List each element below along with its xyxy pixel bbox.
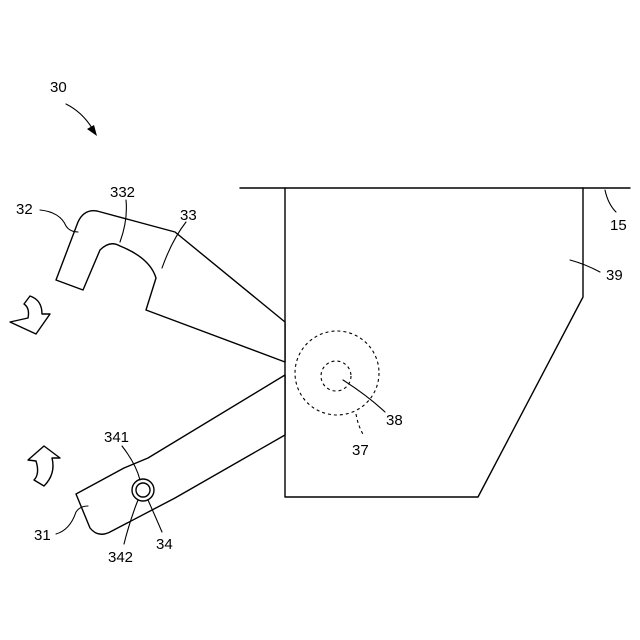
label-342: 342 (108, 549, 133, 566)
lower-arm (76, 375, 285, 534)
label-39: 39 (606, 267, 623, 284)
outer-dashed-circle (295, 331, 379, 415)
pointer-arrow-head (87, 125, 97, 136)
label-15: 15 (610, 217, 627, 234)
housing-body (285, 188, 583, 497)
curved-arrow-up-icon (28, 446, 60, 486)
label-30: 30 (50, 79, 67, 96)
leader-15 (605, 190, 616, 212)
label-32: 32 (16, 201, 33, 218)
label-34: 34 (156, 536, 173, 553)
inner-dashed-circle (321, 361, 351, 391)
leader-37 (356, 414, 364, 436)
label-31: 31 (34, 527, 51, 544)
label-332: 332 (110, 184, 135, 201)
curved-arrow-down-icon (10, 296, 50, 334)
pointer-arrow-icon (66, 104, 92, 128)
label-37: 37 (352, 442, 369, 459)
upper-arm (56, 211, 285, 362)
label-33: 33 (180, 207, 197, 224)
leader-32 (40, 210, 78, 232)
leader-39 (570, 260, 600, 272)
label-38: 38 (386, 412, 403, 429)
leader-38 (343, 380, 385, 412)
label-341: 341 (104, 429, 129, 446)
